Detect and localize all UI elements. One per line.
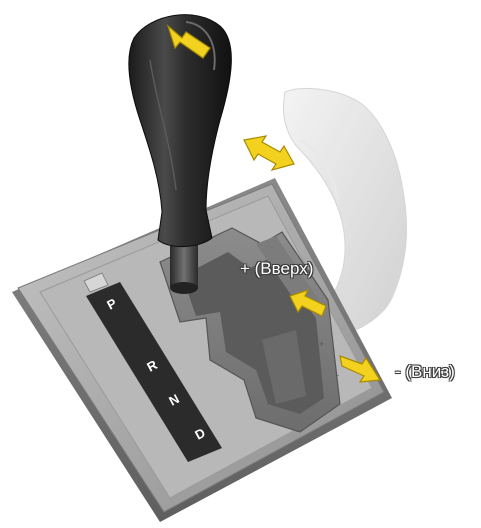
svg-text:+: + bbox=[319, 339, 324, 349]
shift-down-label: - (Вниз) bbox=[395, 362, 455, 382]
svg-text:-: - bbox=[336, 370, 339, 380]
lever-move-arrow bbox=[244, 136, 294, 170]
shift-up-label: + (Вверх) bbox=[240, 259, 313, 279]
